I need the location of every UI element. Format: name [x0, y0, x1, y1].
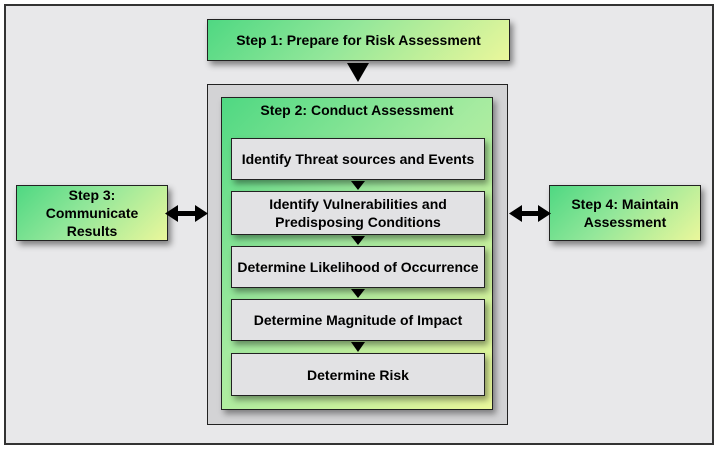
step1-box: Step 1: Prepare for Risk Assessment [207, 19, 510, 61]
substep-label: Determine Likelihood of Occurrence [237, 259, 479, 275]
down-arrow-substep-2 [351, 236, 365, 245]
down-arrow-substep-3 [351, 289, 365, 298]
down-arrow-substep-1 [351, 181, 365, 190]
substep-determine-likelihood: Determine Likelihood of Occurrence [231, 246, 485, 288]
step3-label: Step 3: Communicate Results [45, 187, 139, 239]
substep-determine-risk: Determine Risk [231, 353, 485, 396]
step1-label: Step 1: Prepare for Risk Assessment [236, 32, 481, 48]
double-arrow-right [509, 205, 551, 222]
down-arrow-substep-4 [351, 342, 365, 352]
substep-identify-threats: Identify Threat sources and Events [231, 138, 485, 180]
substep-determine-impact: Determine Magnitude of Impact [231, 299, 485, 341]
step2-title: Step 2: Conduct Assessment [260, 102, 454, 118]
substep-label: Identify Threat sources and Events [241, 151, 475, 167]
substep-label: Determine Magnitude of Impact [253, 312, 463, 328]
step4-label: Step 4: Maintain Assessment [571, 196, 679, 230]
substep-label: Identify Vulnerabilities and Predisposin… [269, 196, 447, 230]
substep-identify-vulnerabilities: Identify Vulnerabilities and Predisposin… [231, 191, 485, 235]
double-arrow-left [165, 205, 208, 222]
down-arrow-step1-step2 [347, 63, 369, 82]
step4-box: Step 4: Maintain Assessment [549, 185, 701, 241]
substep-label: Determine Risk [307, 366, 409, 383]
step3-box: Step 3: Communicate Results [16, 185, 168, 241]
